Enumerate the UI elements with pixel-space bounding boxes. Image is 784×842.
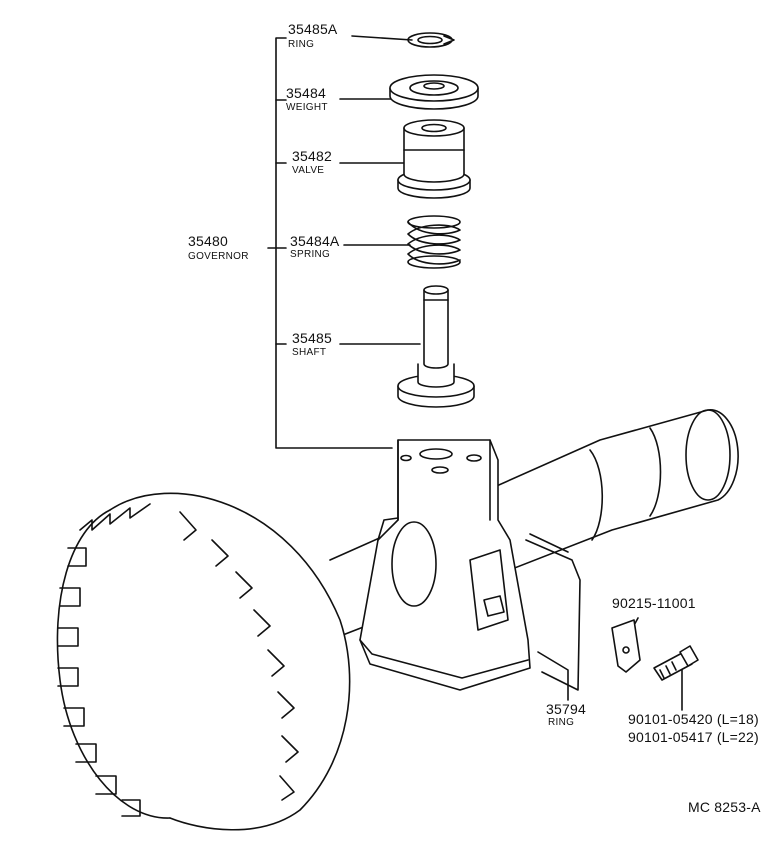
valve-part-number: 35482: [292, 148, 332, 164]
bolt-part: [654, 646, 698, 680]
bolt-b-part-number: 90101-05417 (L=22): [628, 729, 759, 745]
governor-ring-part: [526, 534, 580, 690]
weight-part-number: 35484: [286, 85, 326, 101]
shaft-part: [398, 286, 474, 407]
ring-top-part-number: 35485A: [288, 21, 338, 37]
valve-part-name: VALVE: [292, 165, 325, 176]
governor-part-name: GOVERNOR: [188, 251, 249, 262]
shaft-part-number: 35485: [292, 330, 332, 346]
governor-body: [360, 440, 530, 690]
spring-part: [408, 216, 460, 268]
weight-part: [390, 75, 478, 109]
ring-side-part-name: RING: [548, 717, 575, 728]
parking-gear-drum: [57, 493, 349, 829]
snap-ring-part: [408, 33, 454, 47]
governor-bracket: [268, 38, 392, 448]
plate-part-number: 90215-11001: [612, 595, 696, 611]
spring-part-number: 35484A: [290, 233, 340, 249]
drawing-code: MC 8253-A: [688, 799, 761, 815]
governor-part-number: 35480: [188, 233, 228, 249]
ring-top-part-name: RING: [288, 39, 315, 50]
leader-lines: [340, 36, 682, 710]
ring-side-part-number: 35794: [546, 701, 586, 717]
valve-part: [398, 120, 470, 198]
weight-part-name: WEIGHT: [286, 102, 328, 113]
spring-part-name: SPRING: [290, 249, 331, 260]
lock-plate-part: [612, 620, 640, 672]
shaft-part-name: SHAFT: [292, 347, 327, 358]
bolt-a-part-number: 90101-05420 (L=18): [628, 711, 759, 727]
